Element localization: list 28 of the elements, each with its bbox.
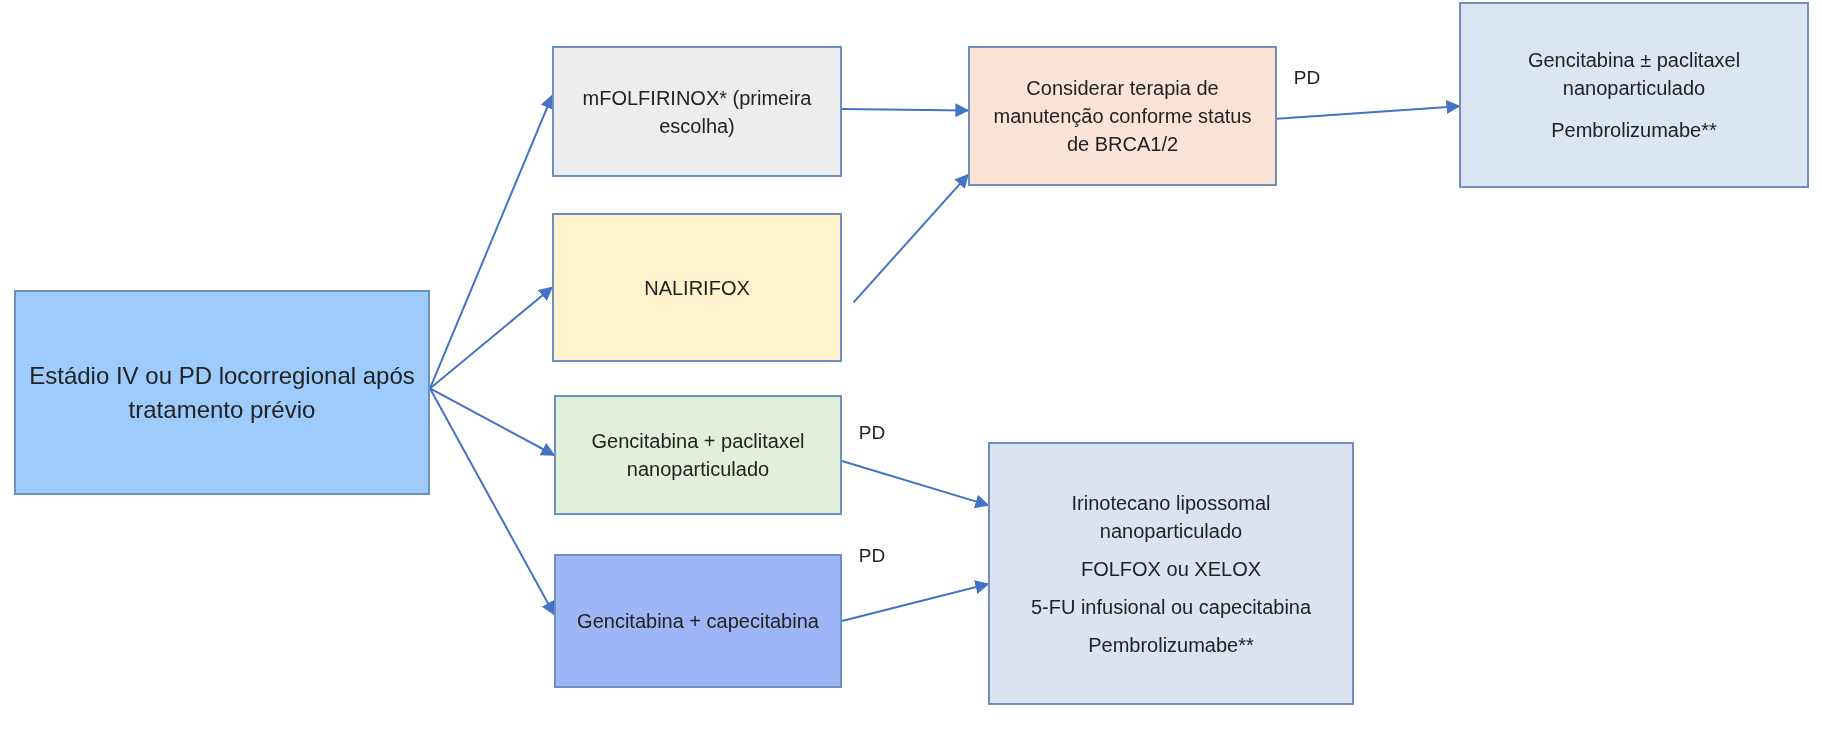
box-text: Gencitabina + paclitaxel nanoparticulado xyxy=(590,429,806,482)
box-text: Gencitabina ± paclitaxel nanoparticulado xyxy=(1526,48,1742,101)
arrow xyxy=(841,580,990,622)
process-box xyxy=(988,442,1354,705)
process-box xyxy=(552,46,842,177)
arrow xyxy=(429,387,556,456)
box-text: 5-FU infusional ou capecitabina xyxy=(1030,594,1312,620)
process-box xyxy=(968,46,1277,186)
box-text: Gencitabina + capecitabina xyxy=(577,609,819,634)
box-text: Pembrolizumabe** xyxy=(1551,118,1717,143)
process-box xyxy=(554,554,842,688)
process-box xyxy=(1459,2,1809,188)
arrow xyxy=(1276,100,1461,120)
arrow xyxy=(841,103,970,118)
box-text: Estádio IV ou PD locorregional após tratamento prévio xyxy=(28,360,416,425)
process-box xyxy=(554,395,842,515)
process-box xyxy=(14,290,430,495)
process-box xyxy=(552,213,842,362)
arrow xyxy=(852,173,969,304)
box-text: mFOLFIRINOX* (primeira escolha) xyxy=(581,85,813,139)
arrow xyxy=(429,286,554,390)
box-text: Considerar terapia de manutenção conforme status de BRCA1/2 xyxy=(992,76,1253,157)
arrow xyxy=(841,460,990,509)
box-text: Pembrolizumabe** xyxy=(1088,632,1254,658)
box-text: NALIRIFOX xyxy=(644,275,750,301)
box-text: FOLFOX ou XELOX xyxy=(1080,556,1262,582)
box-text: Irinotecano lipossomal nanoparticulado xyxy=(1070,490,1272,544)
arrow xyxy=(429,387,555,616)
